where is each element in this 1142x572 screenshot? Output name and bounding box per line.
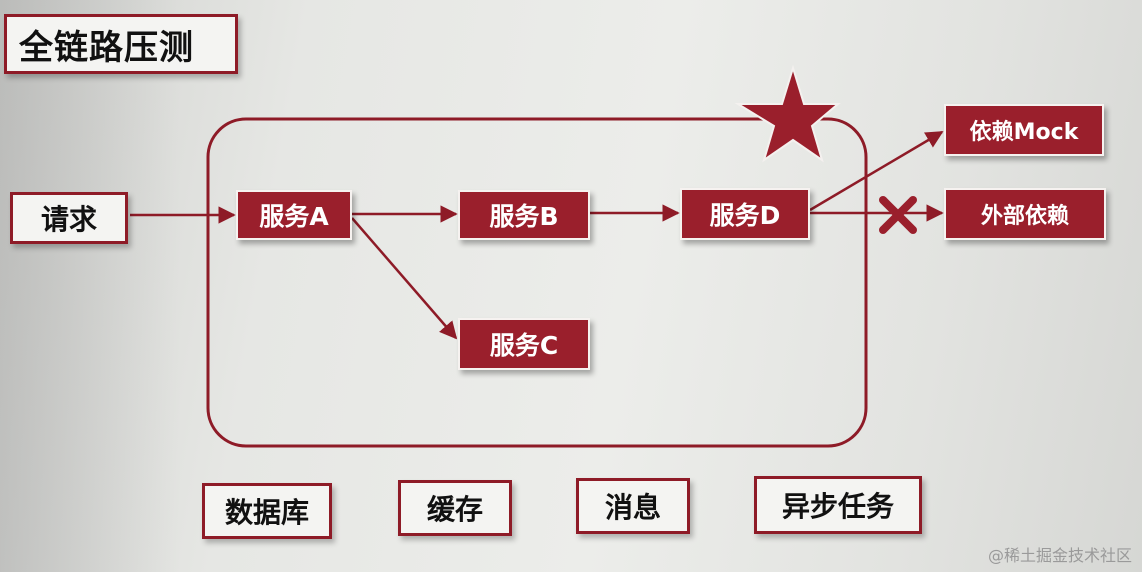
cache-box: 缓存 [398, 480, 512, 536]
service-boundary [206, 117, 868, 448]
service-b-node: 服务B [458, 190, 590, 240]
light-band [0, 0, 180, 572]
blocked-x-icon [879, 196, 917, 234]
async-task-box: 异步任务 [754, 476, 922, 534]
service-d-node: 服务D [680, 188, 810, 240]
message-box: 消息 [576, 478, 690, 534]
star-icon [734, 64, 841, 163]
arrow-d-to-mock [809, 130, 944, 212]
page-title: 全链路压测 [4, 14, 238, 74]
dependency-mock-node: 依赖Mock [944, 104, 1104, 156]
service-a-node: 服务A [236, 190, 352, 240]
watermark: @稀土掘金技术社区 [987, 546, 1132, 565]
service-c-node: 服务C [458, 318, 590, 370]
database-box: 数据库 [202, 483, 332, 539]
external-dependency-node: 外部依赖 [944, 188, 1106, 240]
arrow-a-to-c [351, 217, 458, 340]
request-node: 请求 [10, 192, 128, 244]
